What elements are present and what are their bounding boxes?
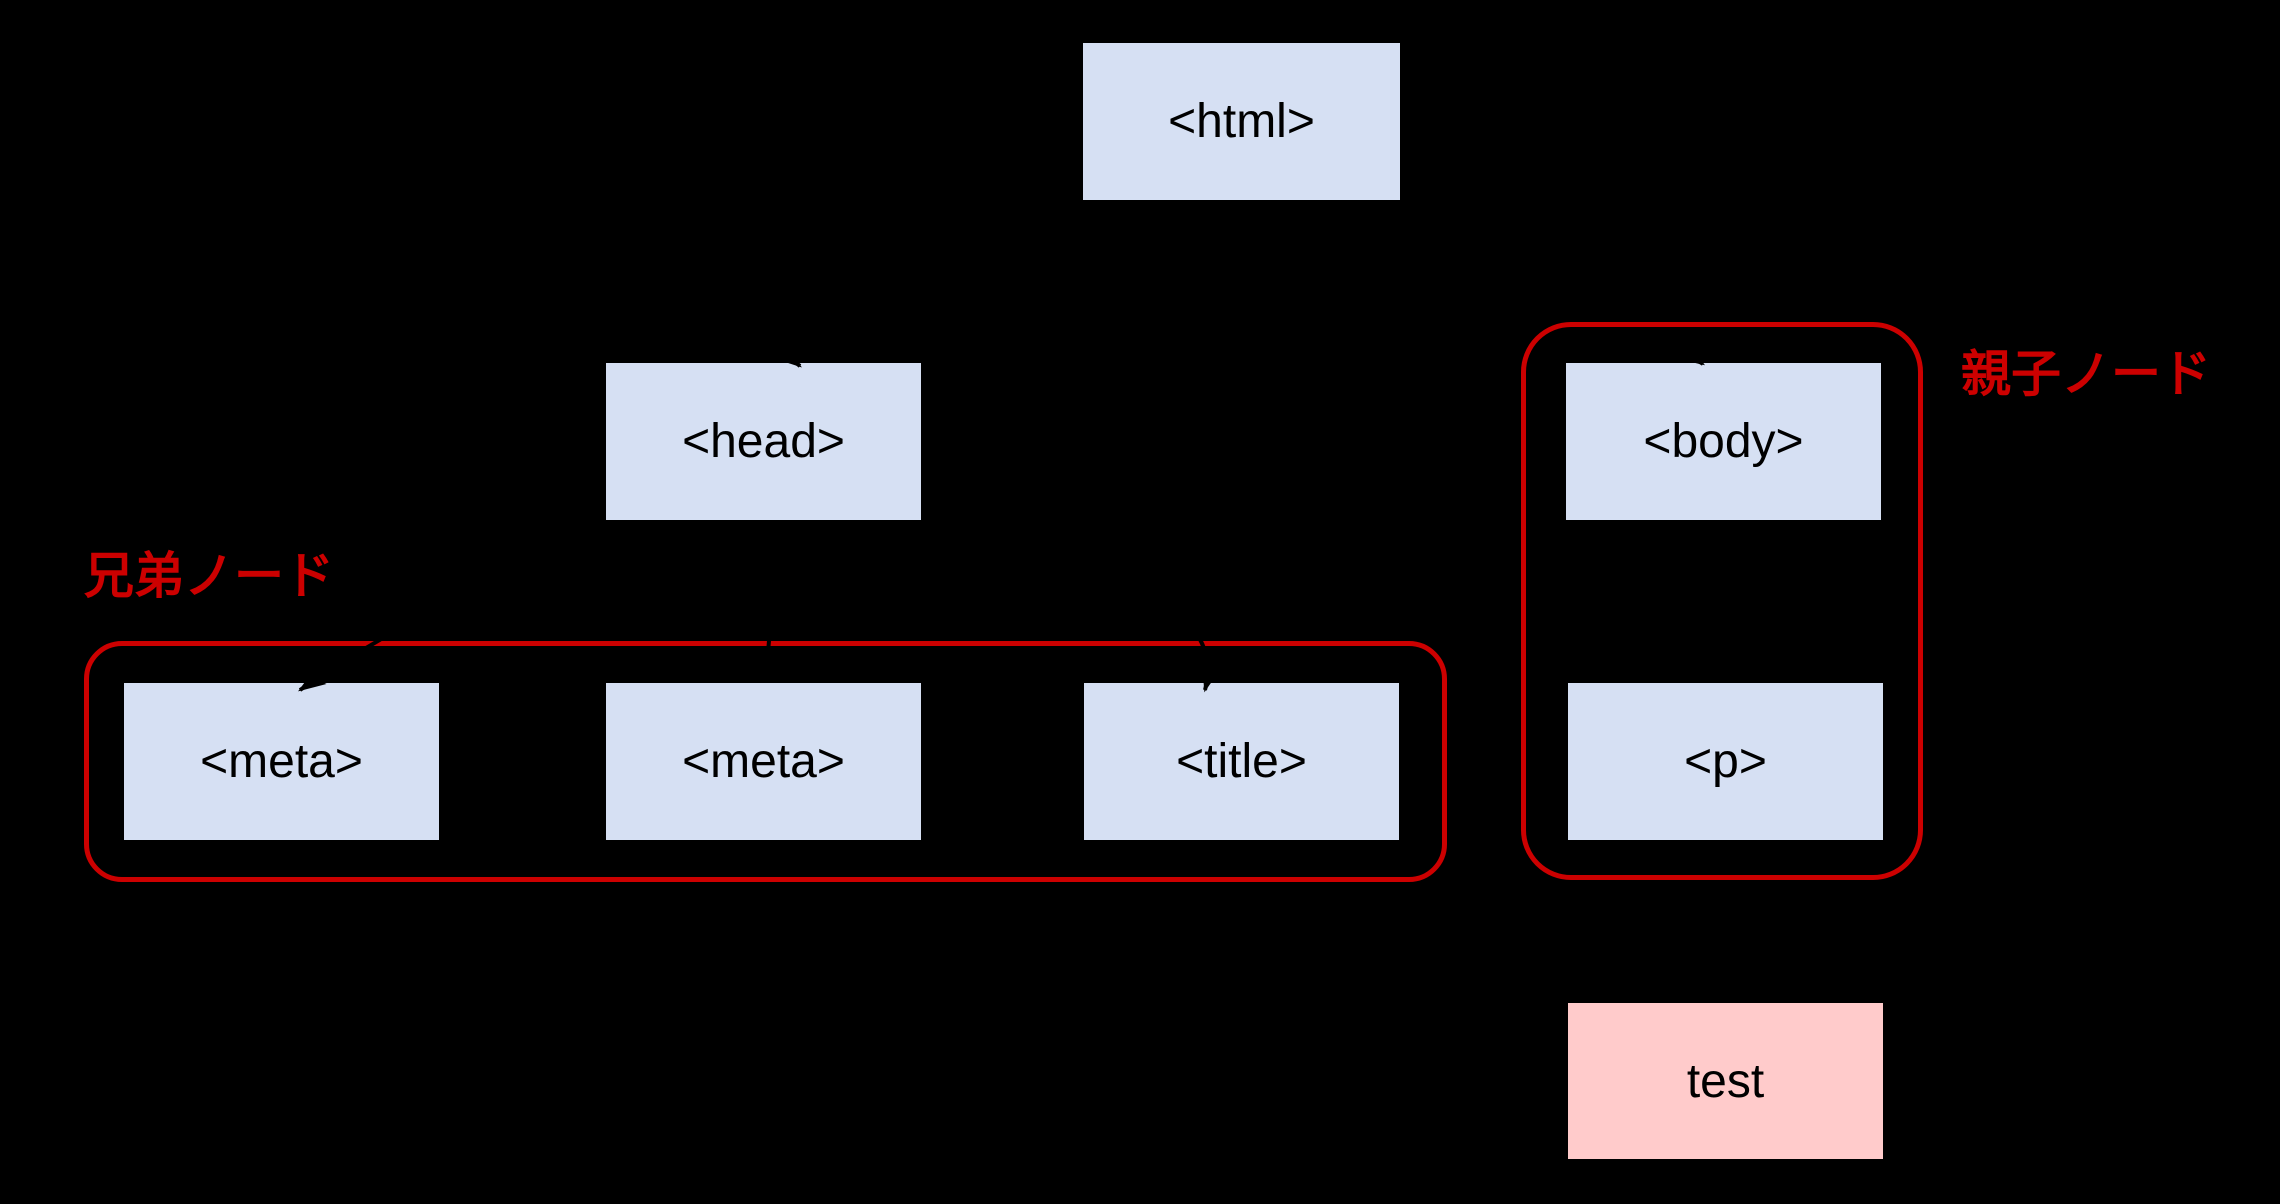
sibling-group-outline — [84, 641, 1447, 882]
parent-child-group-outline — [1521, 322, 1923, 880]
node-html: <html> — [1083, 43, 1400, 200]
parent-child-group-label: 親子ノード — [1961, 346, 2211, 402]
node-p: <p> — [1568, 683, 1883, 840]
connector-html-to-head — [756, 204, 1156, 368]
node-head: <head> — [606, 363, 921, 520]
node-test-text: test — [1568, 1003, 1883, 1159]
node-meta-1: <meta> — [124, 683, 439, 840]
node-title: <title> — [1084, 683, 1399, 840]
node-meta-2: <meta> — [606, 683, 921, 840]
node-body: <body> — [1566, 363, 1881, 520]
sibling-group-label: 兄弟ノード — [84, 548, 334, 604]
